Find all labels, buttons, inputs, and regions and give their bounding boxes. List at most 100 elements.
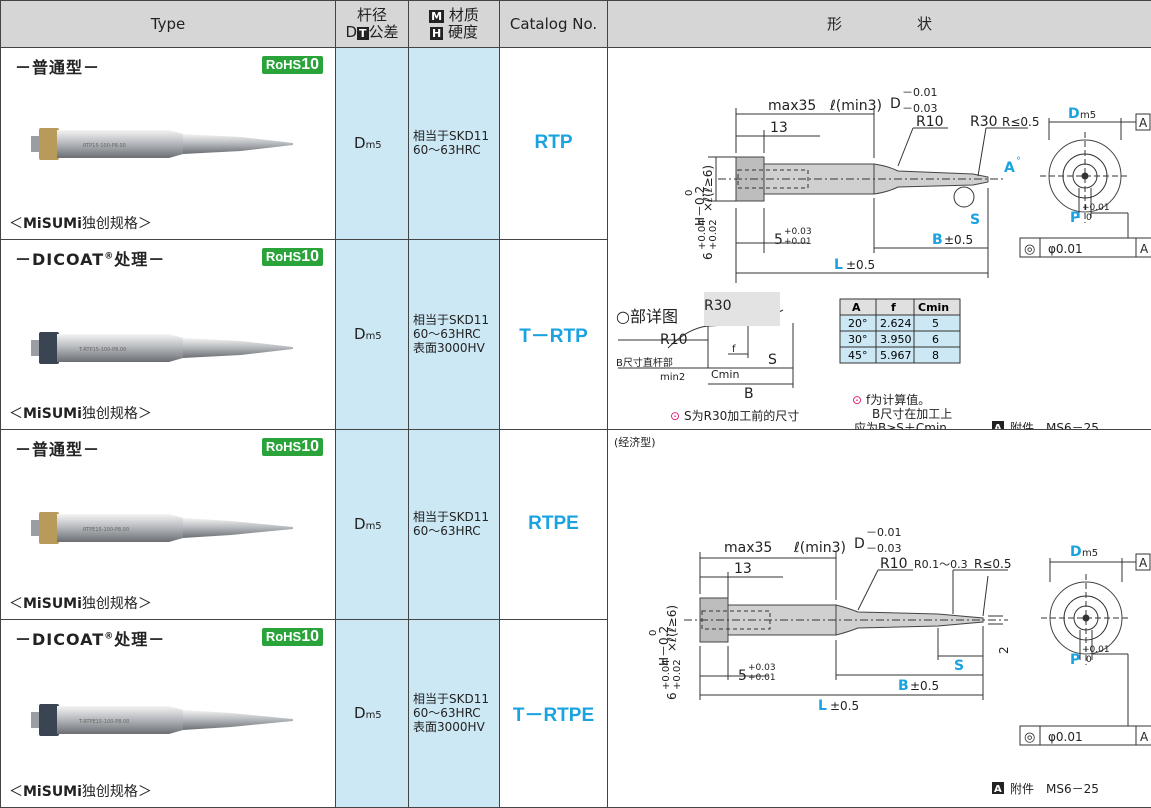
d1-dtol-top: －0.01 [902,86,938,99]
brand-logo: MiSUMi [23,596,82,612]
attach-badge-icon: A [994,423,1002,429]
d1-dm5: D [1068,106,1080,122]
punch-pin-image: RTP15-100-P8.00 [31,116,311,172]
d1-dtol-d: D [890,96,901,112]
rohs-text: RoHS [266,57,301,72]
d2-tolp2: +0.02 [672,659,683,690]
ft-r1c0: 30° [848,333,868,346]
material: 相当于SKD11 [413,313,499,327]
d1-phi: φ0.01 [1048,242,1083,256]
detail-note2b: B尺寸在加工上 [872,407,952,421]
ft-r1c1: 3.950 [880,333,912,346]
footer-close: ＞ [138,784,152,800]
d2-13: 13 [734,561,752,577]
detail-title: ○部详图 [616,307,678,326]
d2-rle: R≤0.5 [974,557,1011,571]
d1-times: ×ℓ(ℓ≥6) [701,165,715,212]
footer-close: ＞ [138,406,152,422]
brand-logo: MiSUMi [23,784,82,800]
footer-open: ＜ [9,406,23,422]
f-table: A f Cmin 20° 2.624 5 30° 3.950 6 45° 5.9… [840,299,960,363]
hardness: 60～63HRC [413,327,499,341]
catalog-number[interactable]: RTP [500,48,608,240]
d2-pbot: 0 [1086,655,1092,665]
hardness: 60～63HRC [413,706,499,720]
pin-marking: T-RTP15-100-P8.00 [78,347,126,353]
footer-text: 独创规格 [82,406,138,422]
footer-close: ＞ [138,216,152,232]
product-row: －普通型－ RoHS10 RTPE15-100-P8.00 ＜MiSUMi独创规… [1,430,1151,620]
d2-p: P [1070,652,1080,668]
surface-hardness: 表面3000HV [413,720,499,734]
type-name: －DICOAT®处理－ [15,626,165,650]
d2-dm5: D [1070,544,1082,560]
d1-r10: R10 [916,114,944,130]
d1-5: 5 [774,232,783,248]
surface-hardness: 表面3000HV [413,341,499,355]
detail-note2a: f为计算值。 [866,392,930,407]
d1-phia: A [1140,242,1149,256]
d1-ptop: +0.01 [1082,203,1110,213]
note-icon: ⊙ [670,409,680,423]
punch-pin-image: T-RTP15-100-P8.00 [31,320,311,376]
d1-s: S [970,212,980,228]
d1-5top: +0.03 [784,227,812,237]
dtol-sub: m5 [366,140,382,151]
dtol: D [354,704,366,722]
ft-r1c2: 6 [932,333,939,346]
d1-l: L [834,257,843,273]
d2-dm5sub: m5 [1082,548,1098,559]
rohs-badge: RoHS10 [262,248,323,266]
shape-drawing-cell-2: (经济型) max35 ℓ(min3) －0.01 D －0.03 13 R10… [608,430,1151,808]
dtol-sub: m5 [366,521,382,532]
tolerance-badge-icon: T [357,27,369,40]
punch-pin-image: T-RTPE15-100-P8.00 [31,692,311,748]
d1-rle: R≤0.5 [1002,115,1039,129]
type-name-main: －DICOAT [15,630,104,649]
ft-h0: A [852,301,861,314]
detail-b: B [744,386,754,402]
d1-13: 13 [770,120,788,136]
registered-mark: ® [104,631,114,641]
d1-h0: 0 [684,190,695,196]
material: 相当于SKD11 [413,510,499,524]
type-footer: ＜MiSUMi独创规格＞ [9,593,152,613]
rohs-badge: RoHS10 [262,438,323,456]
type-name: －普通型－ [15,54,100,78]
d2-phi: φ0.01 [1048,730,1083,744]
ft-h2: Cmin [918,301,949,314]
catalog-number[interactable]: T－RTP [500,239,608,430]
ft-r2c2: 8 [932,349,939,362]
technical-drawing-2: (经济型) max35 ℓ(min3) －0.01 D －0.03 13 R10… [608,430,1151,807]
catalog-number[interactable]: T－RTPE [500,619,608,808]
footer-text: 独创规格 [82,596,138,612]
detail-note2c: 应为B≥S＋Cmin.。 [854,420,963,429]
rohs-num: 10 [301,248,319,265]
d2-s: S [954,658,964,674]
header-shaft-tol: 公差 [369,23,399,41]
d2-r01: R0.1～0.3 [914,558,968,571]
material: 相当于SKD11 [413,129,499,143]
d2-times: ×ℓ(ℓ≥6) [665,605,679,652]
d2-ptop: +0.01 [1082,645,1110,655]
d2-5bot: +0.01 [748,673,776,683]
rohs-text: RoHS [266,629,301,644]
d2-econ: (经济型) [614,435,656,449]
d1-dm5sub: m5 [1080,110,1096,121]
ft-r0c0: 20° [848,317,868,330]
d1-ltol: ±0.5 [846,258,875,272]
technical-drawing-1: max35 ℓ(min3) －0.01 D －0.03 13 R10 R30 R… [608,48,1151,429]
material-badge-icon: M [429,10,444,23]
d1-pbot: 0 [1086,213,1092,223]
d2-b: B [898,678,909,694]
detail-min2: min2 [660,372,685,383]
type-name: －普通型－ [15,436,100,460]
footer-open: ＜ [9,784,23,800]
catalog-number[interactable]: RTPE [500,430,608,620]
d2-5top: +0.03 [748,663,776,673]
d1-b: B [932,232,943,248]
dtol: D [354,515,366,533]
d1-r30: R30 [970,114,998,130]
d2-l: L [818,698,827,714]
